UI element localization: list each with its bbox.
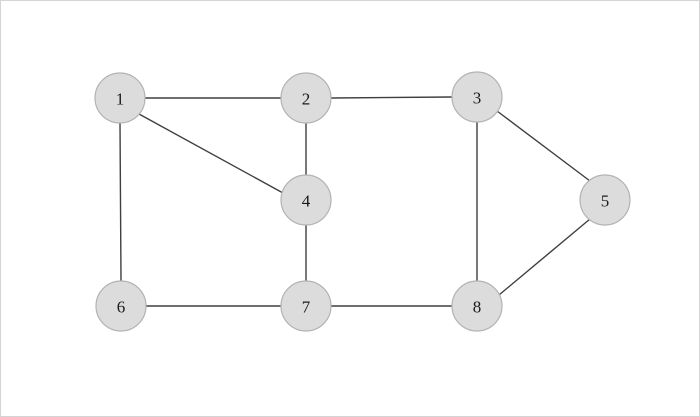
graph-node-label-7: 7 xyxy=(302,298,311,317)
graph-node-5[interactable]: 5 xyxy=(579,174,631,226)
node-layer: 1 2 3 4 5 6 7 8 xyxy=(94,71,631,332)
graph-edge-2-3 xyxy=(330,96,453,99)
graph-node-circle-2[interactable] xyxy=(280,72,332,124)
graph-node-circle-6[interactable] xyxy=(95,280,147,332)
graph-node-circle-7[interactable] xyxy=(280,280,332,332)
graph-node-label-4: 4 xyxy=(302,192,311,211)
graph-node-circle-4[interactable] xyxy=(280,174,332,226)
graph-node-6[interactable]: 6 xyxy=(95,280,147,332)
graph-node-label-5: 5 xyxy=(601,192,610,211)
graph-edge-1-4 xyxy=(138,113,284,194)
graph-edge-5-8 xyxy=(498,218,591,296)
graph-node-label-6: 6 xyxy=(117,298,126,317)
graph-node-circle-5[interactable] xyxy=(579,174,631,226)
graph-node-circle-8[interactable] xyxy=(451,280,503,332)
graph-node-label-2: 2 xyxy=(302,90,311,109)
graph-node-8[interactable]: 8 xyxy=(451,280,503,332)
graph-edge-3-5 xyxy=(496,110,591,182)
graph-node-label-8: 8 xyxy=(473,298,482,317)
edge-layer xyxy=(119,96,591,307)
graph-node-1[interactable]: 1 xyxy=(94,72,146,124)
graph-node-7[interactable]: 7 xyxy=(280,280,332,332)
graph-node-circle-1[interactable] xyxy=(94,72,146,124)
graph-node-circle-3[interactable] xyxy=(451,71,503,123)
graph-node-label-3: 3 xyxy=(473,89,482,108)
graph-node-4[interactable]: 4 xyxy=(280,174,332,226)
graph-node-label-1: 1 xyxy=(116,90,125,109)
graph-node-3[interactable]: 3 xyxy=(451,71,503,123)
graph-node-2[interactable]: 2 xyxy=(280,72,332,124)
graph-edge-1-6 xyxy=(119,122,122,282)
